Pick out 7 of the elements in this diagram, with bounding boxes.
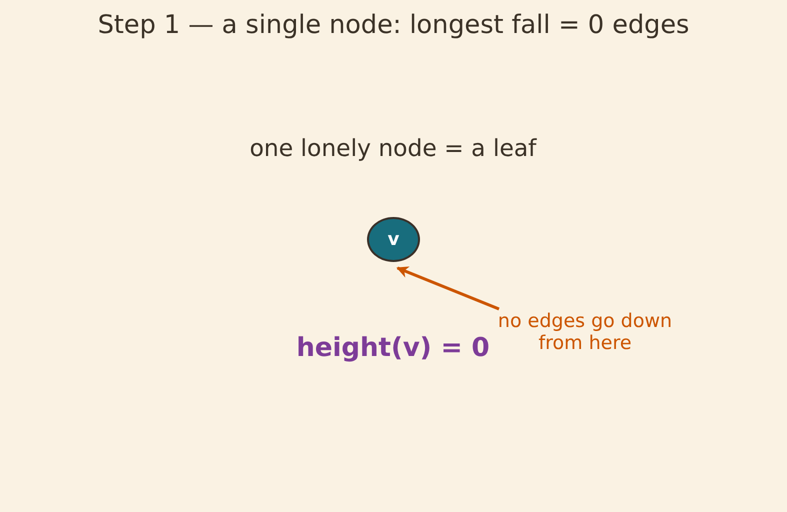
title-text: Step 1 — a single node: longest fall = 0 edges [98,10,690,40]
formula-text: height(v) = 0 [296,332,490,364]
heading-text: one lonely node = a leaf [250,134,536,164]
tree-node-circle [367,217,420,262]
node-label: v [388,230,400,250]
leader-arrow [396,266,500,310]
annotation-text: no edges go down from here [492,310,678,354]
